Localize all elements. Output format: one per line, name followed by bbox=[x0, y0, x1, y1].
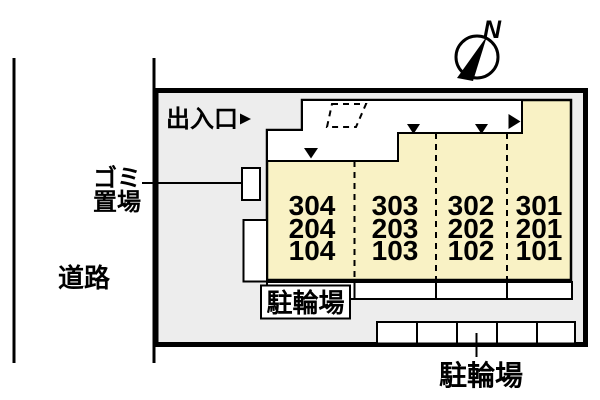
room-302: 302 bbox=[448, 190, 495, 221]
room-numbers: 304 204 104 303 203 103 302 202 102 301 … bbox=[289, 190, 563, 266]
left-annex-box bbox=[242, 219, 268, 283]
room-202: 202 bbox=[448, 213, 495, 244]
room-301: 301 bbox=[516, 190, 563, 221]
garbage-box bbox=[241, 167, 261, 201]
entrance-label: 出入口 bbox=[166, 106, 238, 133]
room-304: 304 bbox=[289, 190, 336, 221]
road-edge-line-outer bbox=[12, 58, 16, 363]
compass-north-label: N bbox=[483, 16, 502, 44]
bike-parking-building: 駐輪場 bbox=[260, 284, 351, 320]
corridor-area bbox=[266, 99, 523, 162]
room-104: 104 bbox=[289, 235, 336, 266]
stairs-symbol bbox=[325, 103, 368, 128]
entrance-arrow-right-icon bbox=[240, 113, 251, 125]
building: 304 204 104 303 203 103 302 202 102 301 … bbox=[265, 98, 573, 300]
bike-parking-building-label: 駐輪場 bbox=[266, 288, 344, 318]
garbage-label-line1: ゴミ bbox=[93, 164, 141, 192]
entrance: 出入口 bbox=[166, 106, 251, 133]
corridor-arrow-right-icon bbox=[508, 114, 521, 129]
room-203: 203 bbox=[372, 213, 419, 244]
compass: N bbox=[454, 16, 502, 81]
compass-needle-icon bbox=[457, 36, 487, 81]
room-303: 303 bbox=[372, 190, 419, 221]
garbage-area: ゴミ 置場 bbox=[93, 164, 261, 216]
bike-parking-bottom: 駐輪場 bbox=[376, 321, 576, 391]
room-102: 102 bbox=[448, 235, 495, 266]
room-103: 103 bbox=[372, 235, 419, 266]
unit-entry-arrow-down-icon-1 bbox=[304, 148, 318, 159]
garbage-label-line2: 置場 bbox=[93, 189, 141, 216]
unit-entry-arrow-down-icon-3 bbox=[475, 124, 488, 134]
room-201: 201 bbox=[516, 213, 563, 244]
road-label: 道路 bbox=[58, 263, 111, 293]
unit-entry-arrow-down-icon-2 bbox=[407, 124, 420, 134]
room-101: 101 bbox=[516, 235, 563, 266]
bike-parking-label-box bbox=[260, 284, 351, 320]
bike-parking-bottom-label: 駐輪場 bbox=[439, 359, 523, 391]
room-204: 204 bbox=[289, 213, 336, 244]
